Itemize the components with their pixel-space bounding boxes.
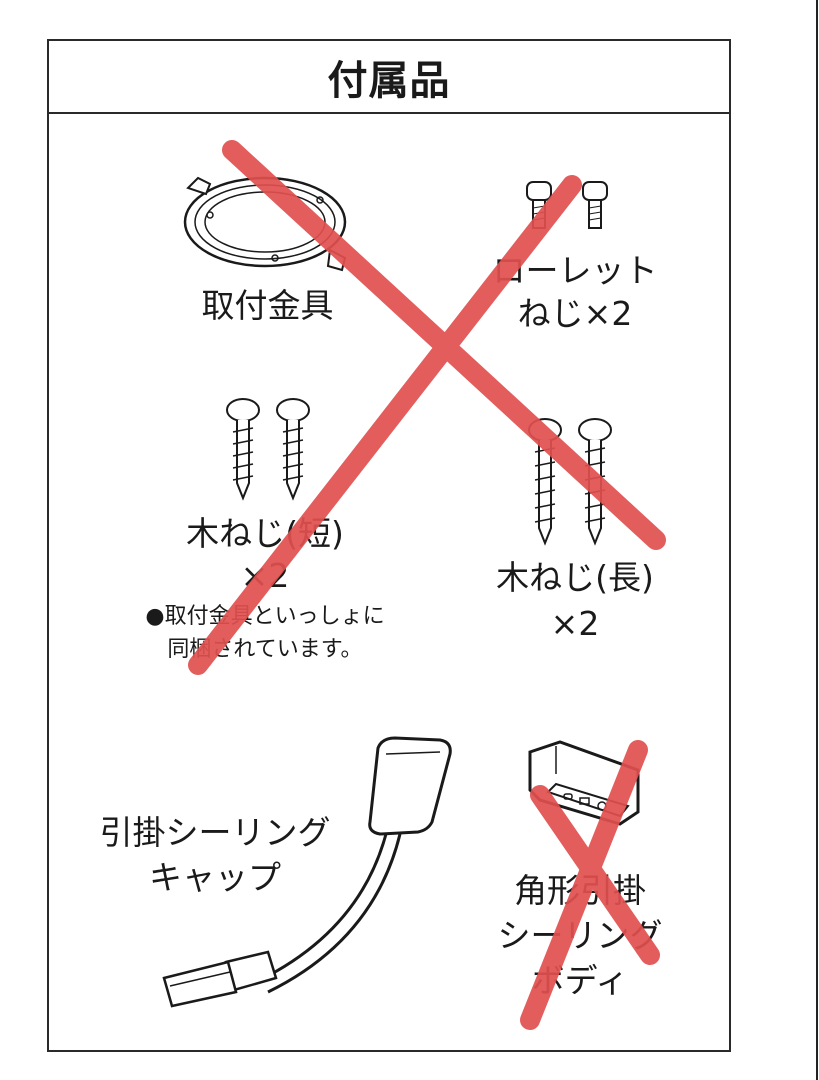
- knurled-screw-illustration: [526, 181, 608, 229]
- wood-screw-long-illustration: [528, 418, 612, 546]
- page-edge-divider: [816, 0, 818, 1080]
- ceiling-body-label-line3: ボディ: [531, 961, 629, 1000]
- wood-screw-short-note-line1: ●取付金具といっしょに: [145, 604, 385, 629]
- ceiling-body-label-line2: シーリング: [497, 916, 663, 955]
- wood-screw-short-label-line1: 木ねじ(短): [186, 514, 344, 553]
- mounting-bracket-label: 取付金具: [201, 286, 334, 325]
- page-title: 付属品: [327, 57, 451, 104]
- knurled-screw-label-line2: ねじ×2: [517, 294, 633, 333]
- wood-screw-short-label-line2: ×2: [240, 556, 290, 595]
- ceiling-cap-label-line2: キャップ: [149, 858, 281, 897]
- wood-screw-short-note-line2: 同梱されています。: [167, 637, 363, 662]
- ceiling-cap-illustration: [162, 736, 452, 1008]
- knurled-screw-label-line1: ローレット: [492, 251, 658, 290]
- ceiling-cap-label-line1: 引掛シーリング: [99, 813, 331, 852]
- panel-header: 付属品: [49, 41, 729, 114]
- wood-screw-long-label-line2: ×2: [550, 604, 600, 643]
- ceiling-body-illustration: [528, 740, 640, 826]
- wood-screw-long-label-line1: 木ねじ(長): [496, 558, 654, 597]
- ceiling-body-label-line1: 角形引掛: [514, 871, 646, 910]
- accessories-panel: 付属品: [47, 39, 731, 1052]
- mounting-bracket-illustration: [183, 176, 347, 272]
- wood-screw-short-illustration: [226, 398, 310, 501]
